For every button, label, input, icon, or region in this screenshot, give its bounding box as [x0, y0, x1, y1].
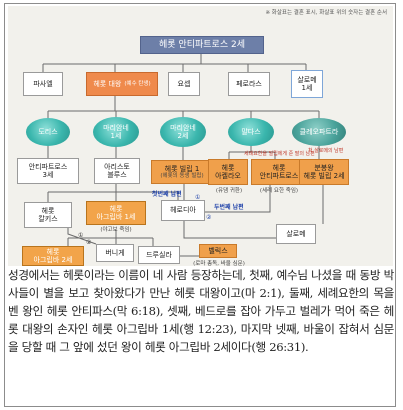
connector-lines [42, 54, 324, 257]
node-label-2: 블루스 [107, 171, 127, 179]
node-label: 헤롯 [109, 204, 123, 213]
node-label: 헤롯 안티파트로스 2세 [159, 39, 245, 50]
node-aristobulus: 아리스토 블루스 [94, 158, 140, 184]
handwritten-second-husband: 두번째 남편 [214, 204, 244, 211]
node-label-2: 안티파트로스 [259, 172, 299, 180]
mark-4: ② [86, 239, 92, 246]
node-agrippa-ii: 헤롯 아그립바 2세 [22, 246, 84, 266]
node-label: 벨릭스 [208, 246, 228, 255]
node-herod-antipater-ii: 헤롯 안티파트로스 2세 [140, 36, 264, 54]
figure-frame [4, 3, 396, 407]
node-label: 헤롯 [272, 163, 286, 172]
node-felix: 벨릭스 [199, 244, 237, 258]
node-philip-ii: 분봉왕 헤롯 빌립 2세 [299, 159, 349, 185]
node-label-2: 3세 [42, 171, 54, 179]
node-label: 아리스토 [104, 162, 130, 171]
node-cleopatra: 클레오파트라 [292, 118, 346, 146]
node-herod-the-great: 헤롯 대왕 (예수 탄생) [86, 72, 158, 96]
node-drusilla: 드루실라 [138, 246, 180, 264]
node-salome-i: 살로메 1세 [291, 70, 323, 98]
node-label: 헤롯 [221, 163, 235, 172]
node-label-2: 아켈라오 [215, 172, 241, 180]
legend-note: ※ 화살표는 결혼 표시, 화살표 위의 숫자는 결혼 순서 [265, 10, 387, 16]
node-label-2: 1세 [110, 132, 122, 140]
node-label-2: 2세 [177, 132, 189, 140]
node-agrippa-i: 헤롯 아그립바 1세 [86, 201, 146, 225]
node-label: 버니게 [105, 248, 125, 257]
node-joseph: 요셉 [168, 72, 200, 96]
node-label: 헤롯 대왕 [93, 79, 122, 88]
node-label: 헤롯 [46, 247, 60, 256]
node-label-2: 아그립바 1세 [96, 213, 136, 221]
mark-1: ① [195, 194, 201, 201]
node-label: 클레오파트라 [299, 127, 339, 136]
node-label-2: 헤롯 빌립 2세 [303, 172, 345, 180]
handwritten-first-husband: 첫번째 남편 [152, 191, 182, 198]
node-herod-philip-i: 헤롯 빌립 1 (헤롯의 동생 빌립) [151, 160, 213, 184]
node-herod-antipas: 헤롯 안티파트로스 [251, 159, 307, 185]
node-label: 헤롯 빌립 1 [164, 164, 200, 173]
node-label: 살로메 [297, 75, 317, 84]
node-sub: (예수 탄생) [124, 80, 151, 87]
node-felix-sub: (로마 총독, 바울 심문) [193, 261, 245, 267]
node-bernice: 버니게 [96, 244, 134, 262]
node-doris: 도리스 [26, 118, 70, 146]
node-malthace: 말다스 [228, 118, 274, 146]
handwritten-note-right: 세례요한을 빌립에게 준 딸의 남편 [244, 151, 315, 157]
node-mariamne-i: 마리암네 1세 [93, 117, 139, 147]
node-herod-archelaus: 헤롯 아켈라오 [208, 159, 248, 185]
node-label: 드루실라 [146, 250, 172, 259]
handwritten-note-far-right: 처 살로메의 남편 [308, 148, 344, 154]
node-herod-chalcis: 헤롯 칼키스 [24, 202, 72, 228]
node-label-2: 아그립바 2세 [33, 256, 73, 264]
caption-paragraph: 성경에서는 헤롯이라는 이름이 네 사람 등장하는데, 첫째, 예수님 나셨을 … [8, 268, 394, 354]
node-herodias: 헤로디아 [161, 200, 205, 221]
node-label: 페로라스 [236, 79, 262, 88]
herod-family-tree: ※ 화살표는 결혼 표시, 화살표 위의 숫자는 결혼 순서 헤롯 안티파트로스… [8, 6, 393, 267]
node-label: 살로메 [286, 229, 306, 238]
mark-2: ② [206, 214, 212, 221]
node-label: 헤롯 [41, 206, 55, 215]
node-label: 파사엘 [33, 79, 53, 88]
node-label: 마리암네 [170, 123, 196, 132]
node-label: 분봉왕 [314, 163, 334, 172]
node-agrippa-i-sub: (야고보 죽임) [100, 227, 132, 233]
mark-3: ① [78, 232, 84, 239]
node-label: 말다스 [241, 127, 261, 136]
node-archelaus-sub: (유댐 귀환) [215, 188, 243, 194]
node-antipater-iii: 안티파트로스 3세 [17, 158, 79, 184]
node-label: 안티파트로스 [28, 162, 68, 171]
node-antipas-sub: (세례 요한 죽임) [259, 188, 299, 194]
node-phasael: 파사엘 [23, 72, 63, 96]
node-label-2: 칼키스 [38, 215, 58, 223]
node-label: 마리암네 [103, 123, 129, 132]
node-mariamne-ii: 마리암네 2세 [160, 117, 206, 147]
node-label: 도리스 [38, 127, 58, 136]
node-label: 헤로디아 [170, 206, 196, 215]
node-sub: (헤롯의 동생 빌립) [160, 172, 204, 179]
node-pheroras: 페로라스 [228, 72, 270, 96]
node-salome: 살로메 [276, 224, 316, 244]
node-label: 요셉 [177, 79, 191, 88]
node-label-2: 1세 [301, 84, 313, 92]
